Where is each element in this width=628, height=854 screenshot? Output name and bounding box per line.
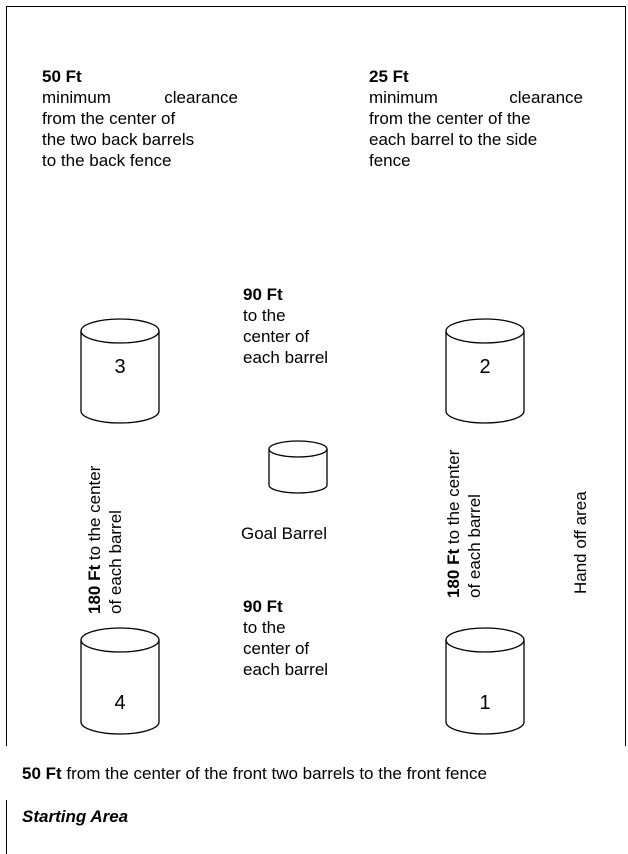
hand-off-area-label: Hand off area xyxy=(571,491,590,594)
side-clearance-line: minimum clearance xyxy=(369,88,583,107)
back-clearance-line: from the center of xyxy=(42,109,176,128)
bottom-span-distance: 90 Ft xyxy=(243,597,283,616)
barrel-1-icon xyxy=(445,627,525,735)
barrel-1-number: 1 xyxy=(479,692,491,714)
barrel-4-icon xyxy=(80,627,160,735)
right-span-line: of each barrel xyxy=(465,494,484,598)
side-clearance-line: fence xyxy=(369,151,411,170)
top-span-line: to the xyxy=(243,306,286,325)
side-clearance-note: 25 Ft minimum clearance from the center … xyxy=(369,66,583,171)
back-clearance-line: minimum clearance xyxy=(42,88,238,107)
bottom-span-line: center of xyxy=(243,639,310,658)
barrel-2: 2 xyxy=(445,318,525,424)
boundary-tick xyxy=(6,800,7,854)
barrel-3: 3 xyxy=(80,318,160,424)
right-span-distance: 180 Ft xyxy=(444,548,463,598)
top-span-line: each barrel xyxy=(243,348,329,367)
side-clearance-line: from the center of the xyxy=(369,109,531,128)
back-clearance-line: the two back barrels xyxy=(42,130,195,149)
barrel-2-icon xyxy=(445,318,525,424)
right-span-note: 180 Ft to the center of each barrel xyxy=(443,450,485,598)
left-span-line: to the center xyxy=(85,465,104,561)
starting-area-label: Starting Area xyxy=(22,807,129,826)
barrel-4-number: 4 xyxy=(114,692,126,714)
top-span-note: 90 Ft to the center of each barrel xyxy=(243,284,373,368)
goal-barrel xyxy=(268,440,328,495)
goal-barrel-icon xyxy=(268,440,328,494)
front-fence-note: 50 Ft from the center of the front two b… xyxy=(22,763,487,784)
left-span-note: 180 Ft to the center of each barrel xyxy=(84,466,126,614)
back-clearance-distance: 50 Ft xyxy=(42,67,82,86)
top-span-distance: 90 Ft xyxy=(243,285,283,304)
right-span-line: to the center xyxy=(444,449,463,545)
barrel-3-icon xyxy=(80,318,160,424)
barrel-1: 1 xyxy=(445,627,525,735)
bottom-span-line: to the xyxy=(243,618,286,637)
side-clearance-line: each barrel to the side xyxy=(369,130,538,149)
bottom-span-line: each barrel xyxy=(243,660,329,679)
front-fence-distance: 50 Ft xyxy=(22,764,62,783)
top-span-line: center of xyxy=(243,327,310,346)
front-fence-text: from the center of the front two barrels… xyxy=(66,764,487,783)
back-clearance-line: to the back fence xyxy=(42,151,172,170)
back-clearance-note: 50 Ft minimum clearance from the center … xyxy=(42,66,238,171)
arena-boundary xyxy=(6,6,626,746)
left-span-line: of each barrel xyxy=(106,510,125,614)
left-span-distance: 180 Ft xyxy=(85,564,104,614)
bottom-span-note: 90 Ft to the center of each barrel xyxy=(243,596,373,680)
barrel-4: 4 xyxy=(80,627,160,735)
side-clearance-distance: 25 Ft xyxy=(369,67,409,86)
barrel-2-number: 2 xyxy=(479,356,491,378)
goal-barrel-label: Goal Barrel xyxy=(241,524,327,543)
barrel-3-number: 3 xyxy=(114,356,126,378)
